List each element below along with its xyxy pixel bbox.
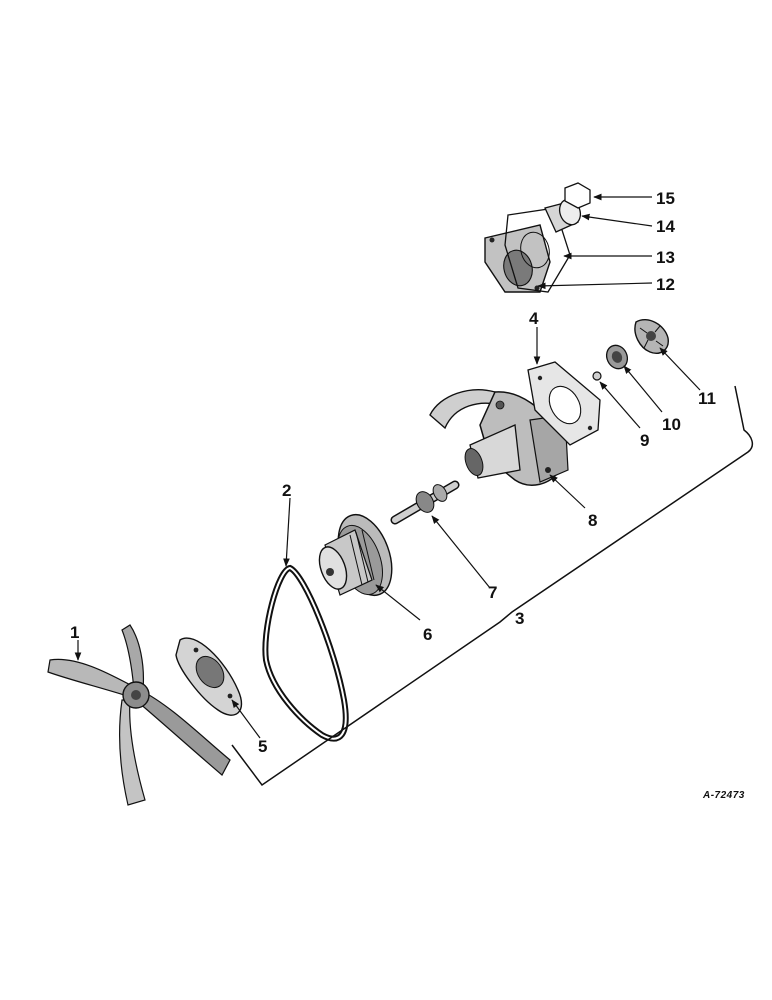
pump-gasket <box>527 361 601 446</box>
callout-9: 9 <box>640 431 649 450</box>
callouts: 1 2 3 4 5 6 7 8 9 10 11 12 13 14 15 <box>70 189 716 756</box>
fan-belt <box>262 564 349 742</box>
callout-15: 15 <box>656 189 675 208</box>
callout-7: 7 <box>488 583 497 602</box>
callout-2: 2 <box>282 481 291 500</box>
callout-8: 8 <box>588 511 597 530</box>
thermostat-gasket <box>564 182 591 209</box>
thermostat <box>544 198 582 233</box>
callout-10: 10 <box>662 415 681 434</box>
callout-6: 6 <box>423 625 432 644</box>
callout-1: 1 <box>70 623 79 642</box>
thermostat-housing <box>484 224 551 293</box>
fan <box>47 624 231 806</box>
callout-3: 3 <box>515 609 524 628</box>
callout-12: 12 <box>656 275 675 294</box>
seal <box>605 344 629 370</box>
callout-13: 13 <box>656 248 675 267</box>
figure-id: A-72473 <box>702 790 745 801</box>
leader-lines <box>74 193 701 739</box>
callout-5: 5 <box>258 737 267 756</box>
fan-spacer <box>175 637 243 716</box>
callout-11: 11 <box>698 389 716 408</box>
callout-14: 14 <box>656 217 675 236</box>
washer <box>592 371 602 381</box>
assembly-bracket <box>231 385 754 787</box>
impeller <box>634 319 669 354</box>
callout-4: 4 <box>529 309 539 328</box>
pump-shaft <box>390 480 460 525</box>
pulley <box>318 513 393 597</box>
